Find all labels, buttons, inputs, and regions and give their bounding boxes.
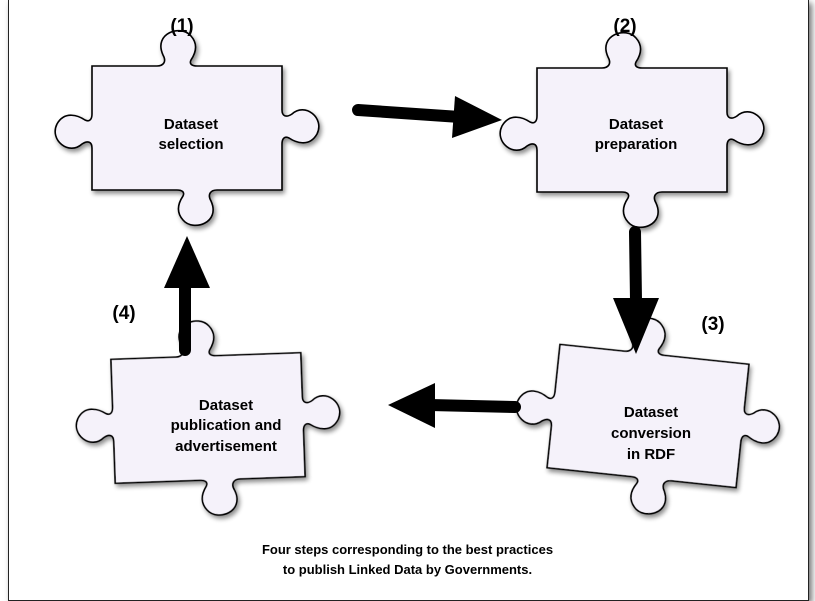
diagram-caption-line-1: Four steps corresponding to the best pra… — [261, 542, 554, 557]
step-4-label-line: Dataset — [199, 397, 253, 414]
step-4-label: Dataset publication and advertisement — [171, 397, 282, 455]
step-1-label-line: selection — [158, 136, 223, 153]
step-3-label-line: conversion — [611, 425, 691, 442]
step-4-number: (4) — [112, 303, 135, 324]
step-4-label-line: publication and — [171, 417, 282, 434]
step-3-label-line: Dataset — [624, 404, 678, 421]
step-2-label: Dataset preparation — [595, 116, 678, 153]
step-1-number: (1) — [170, 16, 193, 37]
step-4-label-line: advertisement — [175, 438, 277, 455]
arrow-down — [613, 226, 659, 354]
step-3-number: (3) — [701, 314, 724, 335]
step-3-label: Dataset conversion in RDF — [611, 404, 691, 463]
step-2-label-line: preparation — [595, 136, 678, 153]
step-2-label-line: Dataset — [609, 116, 663, 133]
step-2-number: (2) — [613, 16, 636, 37]
step-1-label-line: Dataset — [164, 116, 218, 133]
arrow-up — [164, 236, 210, 356]
step-3-label-line: in RDF — [627, 446, 675, 463]
arrow-right — [352, 96, 502, 138]
arrow-left — [388, 383, 521, 428]
diagram-caption-line-2: to publish Linked Data by Governments. — [282, 562, 533, 577]
step-1-label: Dataset selection — [158, 116, 223, 153]
